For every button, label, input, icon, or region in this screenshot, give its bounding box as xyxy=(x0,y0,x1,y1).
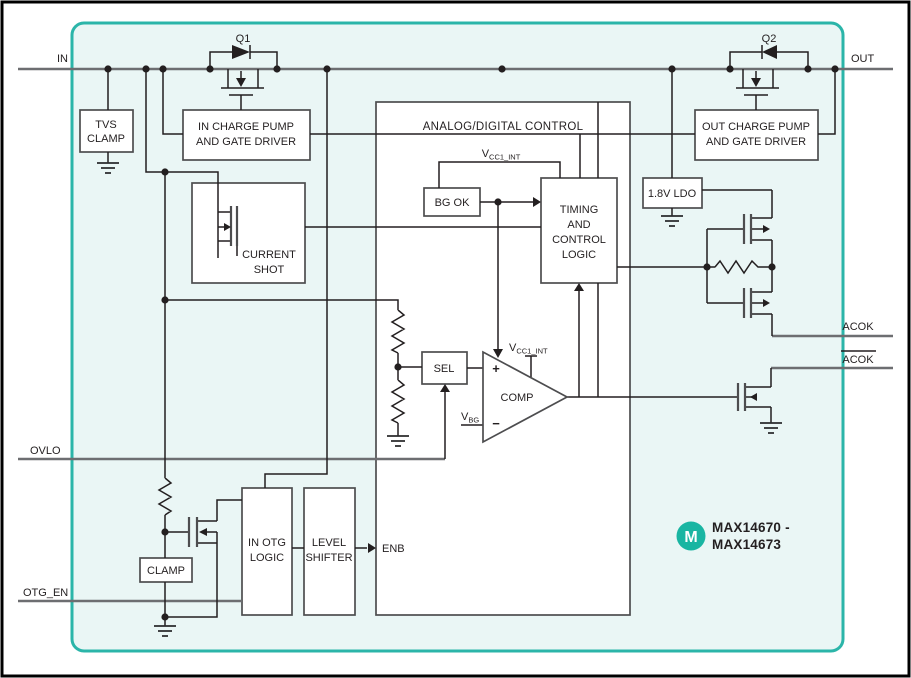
tvs-clamp-label-1: TVS xyxy=(95,119,116,131)
bg-ok-label: BG OK xyxy=(435,197,471,209)
pin-label-otg-en: OTG_EN xyxy=(23,587,68,599)
comparator-symbol xyxy=(482,350,569,444)
level-shifter-label-1: LEVEL xyxy=(312,537,346,549)
in-otg-logic-label-1: IN OTG xyxy=(248,537,286,549)
net-vcc1-base: V xyxy=(482,148,490,160)
labels: IN OUT OVLO OTG_EN ACOK ACOK ENB Q1 Q2 T… xyxy=(23,33,875,599)
net-vbg-sub: BG xyxy=(468,416,479,425)
ground-symbols xyxy=(97,162,782,637)
pin-label-ovlo: OVLO xyxy=(30,445,61,457)
part-number-line-1: MAX14670 - xyxy=(712,520,790,535)
net-vcc1c-sub: CC1_INT xyxy=(516,347,548,356)
function-boxes xyxy=(79,101,819,616)
analog-digital-control-title: ANALOG/DIGITAL CONTROL xyxy=(423,121,584,133)
comp-label: COMP xyxy=(501,392,534,404)
net-vbg-base: V xyxy=(461,411,469,423)
pin-label-acok-bar: ACOK xyxy=(842,354,874,366)
net-vcc1-sub: CC1_INT xyxy=(489,153,521,162)
branding: M MAX14670 - MAX14673 xyxy=(676,520,790,552)
tvs-clamp-box xyxy=(79,109,134,153)
pin-rails xyxy=(18,67,893,603)
comp-plus-sign: + xyxy=(492,361,500,376)
maxim-logo-icon xyxy=(676,521,706,551)
net-label-vcc1-int-comp: VCC1_INT xyxy=(509,342,548,356)
out-charge-pump-label-1: OUT CHARGE PUMP xyxy=(702,121,810,133)
in-otg-logic-label-2: LOGIC xyxy=(250,552,284,564)
in-charge-pump-label-2: AND GATE DRIVER xyxy=(196,136,296,148)
in-charge-pump-label-1: IN CHARGE PUMP xyxy=(198,121,294,133)
wiring xyxy=(107,45,836,626)
timing-control-logic-box xyxy=(540,177,618,284)
tvs-clamp-label-2: CLAMP xyxy=(87,133,125,145)
ldo-box xyxy=(642,177,703,209)
mosfet-bars xyxy=(187,206,753,547)
timing-label-2: AND xyxy=(567,219,590,231)
sel-label: SEL xyxy=(434,363,455,375)
pin-label-in: IN xyxy=(57,53,68,65)
current-shot-label-2: SHOT xyxy=(254,264,285,276)
comp-minus-sign: − xyxy=(492,416,500,431)
signal-label-enb: ENB xyxy=(382,543,405,555)
current-shot-box xyxy=(191,182,306,284)
in-otg-logic-box xyxy=(241,487,293,616)
out-charge-pump-label-2: AND GATE DRIVER xyxy=(706,136,806,148)
pin-label-out: OUT xyxy=(851,53,875,65)
timing-label-4: LOGIC xyxy=(562,249,596,261)
pin-label-acok: ACOK xyxy=(842,321,874,333)
in-charge-pump-box xyxy=(182,109,311,161)
sel-box xyxy=(421,351,468,385)
current-shot-label-1: CURRENT xyxy=(242,249,296,261)
transistor-label-q2: Q2 xyxy=(762,33,777,45)
ldo-label: 1.8V LDO xyxy=(648,188,697,200)
clamp-label: CLAMP xyxy=(147,565,185,577)
part-number-line-2: MAX14673 xyxy=(712,537,781,552)
transistor-label-q1: Q1 xyxy=(236,33,251,45)
out-charge-pump-box xyxy=(694,109,819,161)
net-label-vcc1-int-top: VCC1_INT xyxy=(482,148,521,162)
timing-label-3: CONTROL xyxy=(552,234,606,246)
level-shifter-label-2: SHIFTER xyxy=(305,552,352,564)
net-vcc1c-base: V xyxy=(509,342,517,354)
maxim-logo-letter: M xyxy=(684,529,697,546)
junction-dots xyxy=(104,65,839,621)
timing-label-1: TIMING xyxy=(560,204,599,216)
net-label-vbg: VBG xyxy=(461,411,479,425)
clamp-box xyxy=(139,557,193,583)
level-shifter-box xyxy=(303,487,356,616)
